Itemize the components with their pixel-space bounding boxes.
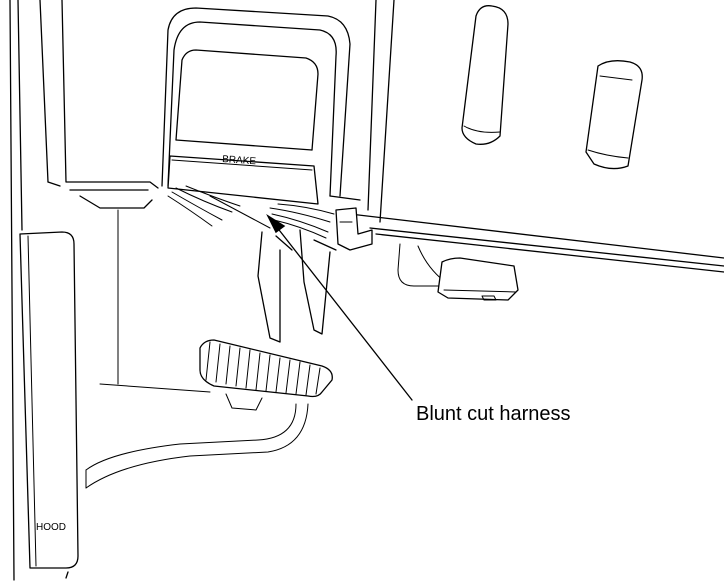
handle-right [585,60,643,170]
hood-release-lever: HOOD [19,231,79,569]
callout-label: Blunt cut harness [416,403,571,425]
rail-clip [335,207,373,251]
left-panel-edge [9,0,69,581]
connector-module [397,243,519,301]
hood-cable [85,403,309,489]
brake-housing: BRAKE [161,7,351,205]
handle-left [461,5,509,145]
brake-label: BRAKE [222,154,257,167]
column-lines [329,0,395,223]
hood-label: HOOD [36,522,66,533]
trim-rail [349,213,724,273]
dash-panel [61,0,211,393]
pedal-arms [257,229,337,343]
harness-strands [167,185,335,239]
brake-pedal-pad [199,339,333,411]
callout-arrow [266,213,413,401]
